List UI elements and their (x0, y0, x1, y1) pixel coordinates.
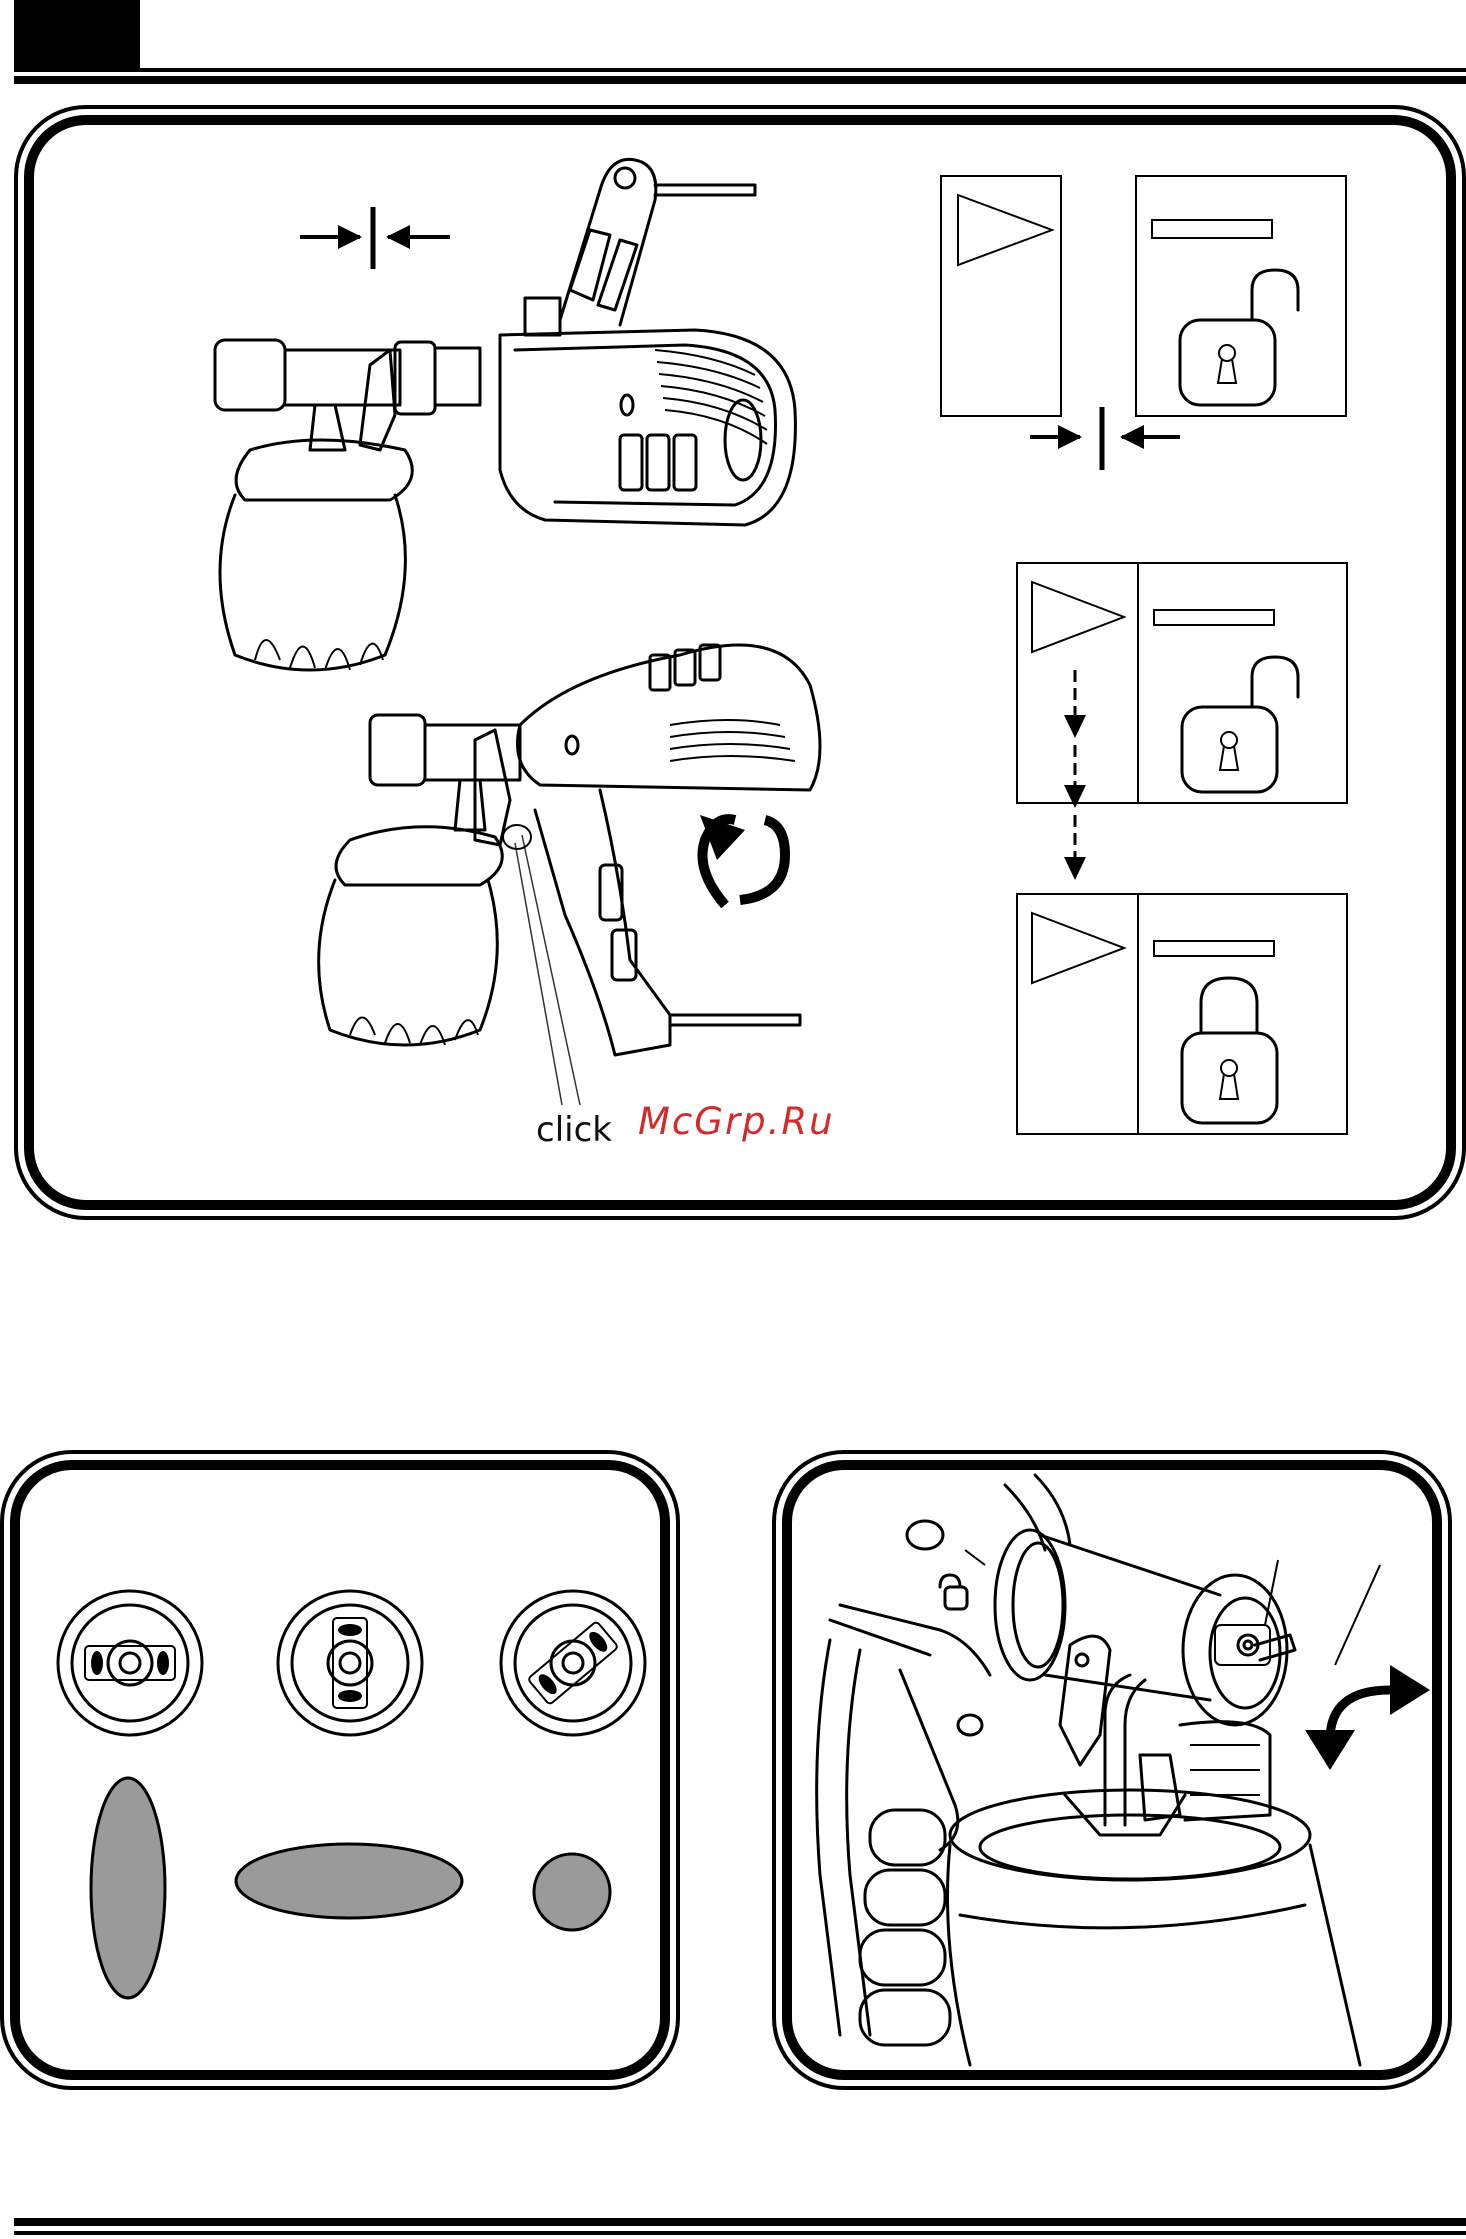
click-label: click (536, 1110, 612, 1150)
rotate-arrow-icon (695, 800, 795, 910)
spray-pattern-vertical (88, 1775, 168, 2005)
down-arrows-icon (1060, 670, 1090, 895)
nozzle-dial-diagonal (498, 1588, 648, 1738)
unlock-panels-split (940, 175, 1350, 475)
lock-panel (1016, 893, 1348, 1138)
header-rule-thin (14, 68, 1466, 72)
nozzle-dial-horizontal (275, 1588, 425, 1738)
nozzle-closeup-illustration (800, 1475, 1430, 2075)
footer-rule-thick (14, 2218, 1466, 2226)
footer-rule-thin (14, 2231, 1466, 2235)
spray-pattern-horizontal (232, 1840, 466, 1922)
spray-pattern-round (530, 1850, 614, 1934)
watermark-text: McGrp.Ru (638, 1100, 835, 1143)
nozzle-dial-vertical (55, 1588, 205, 1738)
header-block (14, 0, 140, 68)
header-rule-thick (14, 76, 1466, 84)
spray-gun-detached (215, 150, 815, 690)
